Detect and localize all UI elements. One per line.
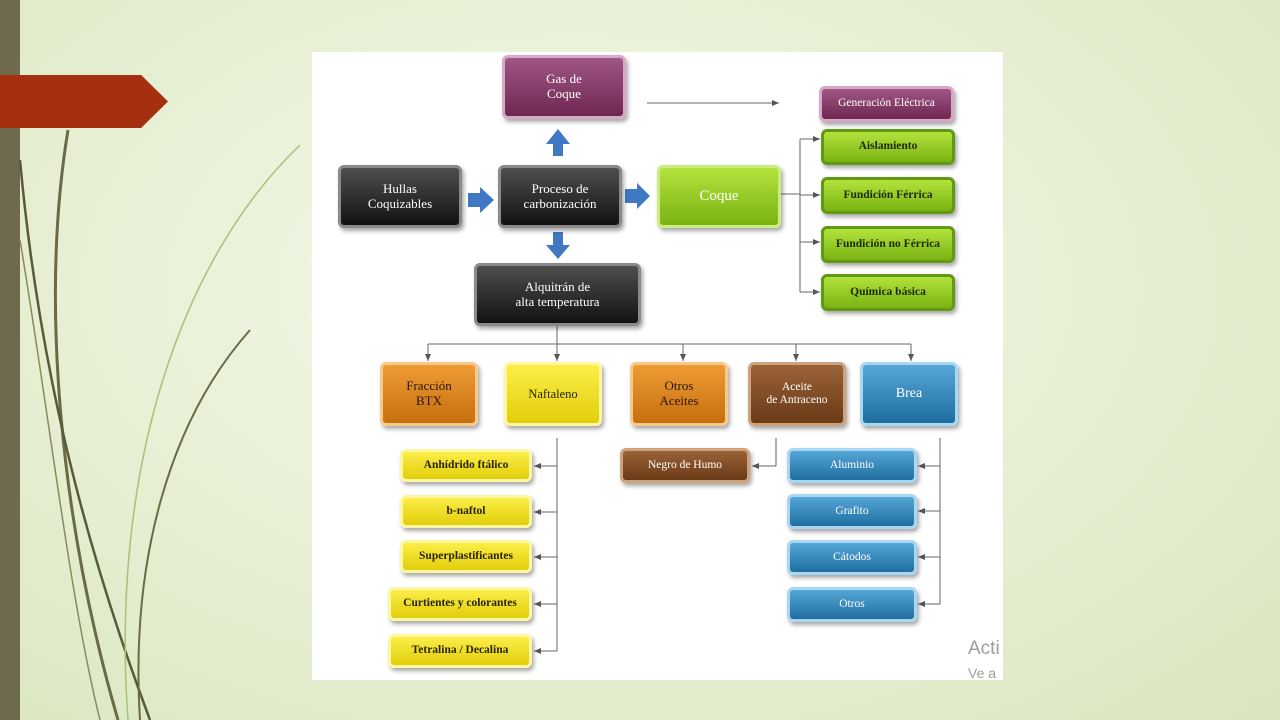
brea-product: Grafito <box>787 494 917 529</box>
diagram-panel: Gas de Coque Generación Eléctrica Hullas… <box>312 52 1003 680</box>
negro-de-humo-box: Negro de Humo <box>620 448 750 483</box>
brea-product: Otros <box>787 587 917 622</box>
brea-box: Brea <box>860 362 958 426</box>
hullas-coquizables-box: Hullas Coquizables <box>338 165 462 228</box>
proceso-carbonizacion-box: Proceso de carbonización <box>498 165 622 228</box>
brea-product: Aluminio <box>787 448 917 483</box>
arrow-right-icon <box>625 183 650 209</box>
aceite-antraceno-box: Aceite de Antraceno <box>748 362 846 426</box>
left-accent-bar <box>0 0 20 720</box>
naftaleno-product: Curtientes y colorantes <box>388 587 532 621</box>
arrow-down-icon <box>546 232 570 259</box>
naftaleno-product: Superplastificantes <box>400 540 532 573</box>
arrow-right-icon <box>468 187 494 213</box>
quimica-basica-box: Química básica <box>821 274 955 311</box>
activation-watermark-line2: Ve a <box>968 665 997 681</box>
brea-product: Cátodos <box>787 540 917 575</box>
gas-de-coque-box: Gas de Coque <box>502 55 626 119</box>
naftaleno-product: Anhídrido ftálico <box>400 449 532 482</box>
aislamiento-box: Aislamiento <box>821 129 955 165</box>
activation-watermark-line1: Acti <box>968 638 1000 659</box>
naftaleno-box: Naftaleno <box>504 362 602 426</box>
decorative-curves <box>18 129 301 720</box>
fraccion-btx-box: Fracción BTX <box>380 362 478 426</box>
naftaleno-product: Tetralina / Decalina <box>388 634 532 668</box>
title-accent-arrow <box>0 75 168 128</box>
naftaleno-product: b-naftol <box>400 495 532 528</box>
generacion-electrica-box: Generación Eléctrica <box>819 86 954 122</box>
alquitran-box: Alquitrán de alta temperatura <box>474 263 641 326</box>
flow-arrows <box>468 129 650 259</box>
arrow-up-icon <box>546 129 570 156</box>
fundicion-no-ferrica-box: Fundición no Férrica <box>821 226 955 263</box>
fundicion-ferrica-box: Fundición Férrica <box>821 177 955 214</box>
connector-lines <box>425 100 941 654</box>
coque-box: Coque <box>657 165 781 228</box>
otros-aceites-box: Otros Aceites <box>630 362 728 426</box>
